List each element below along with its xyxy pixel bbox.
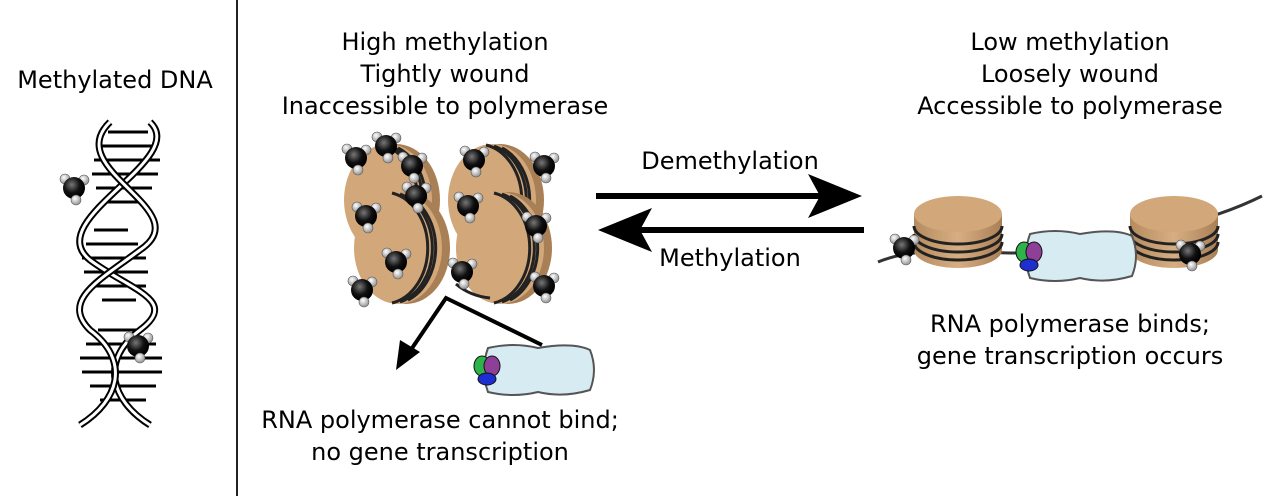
dna-methyl-group-icon (59, 173, 90, 206)
low-line-3: Accessible to polymerase (917, 92, 1223, 120)
low-line-2: Loosely wound (980, 60, 1160, 88)
blocked-line-2: no gene transcription (311, 438, 569, 466)
high-line-3: Inaccessible to polymerase (281, 92, 609, 120)
methylation-arrow-icon (598, 208, 864, 252)
compact-chromatin-icon (341, 131, 560, 308)
active-line-1: RNA polymerase binds; (929, 310, 1211, 338)
demethylation-label: Demethylation (641, 147, 819, 175)
blocked-binding-arrow-icon (396, 295, 543, 370)
high-line-2: Tightly wound (360, 60, 530, 88)
active-line-2: gene transcription occurs (916, 342, 1224, 370)
high-line-1: High methylation (341, 28, 549, 56)
blocked-line-1: RNA polymerase cannot bind; (261, 406, 619, 434)
low-line-1: Low methylation (970, 28, 1170, 56)
methylated-dna-title: Methylated DNA (17, 66, 213, 94)
demethylation-arrow-icon (596, 174, 862, 218)
dna-helix-icon (59, 119, 162, 428)
rna-polymerase-bound-icon (1015, 230, 1137, 282)
open-chromatin-icon (877, 194, 1263, 282)
rna-polymerase-unbound-icon (473, 344, 595, 396)
methylation-label: Methylation (659, 244, 801, 272)
